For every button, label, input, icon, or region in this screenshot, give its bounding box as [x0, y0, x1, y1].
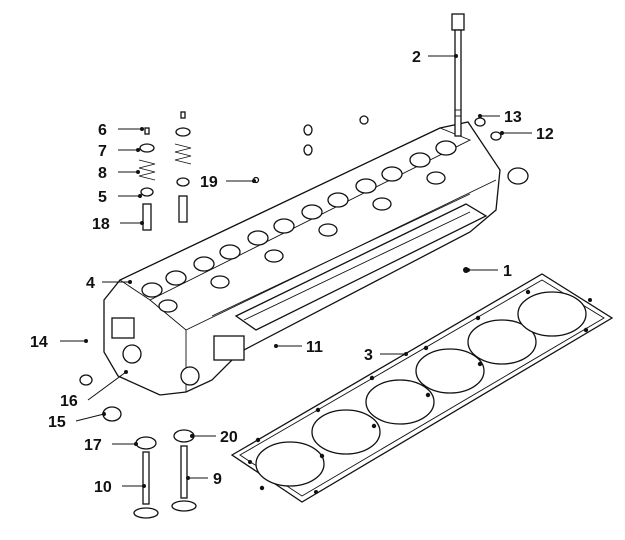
svg-text:5: 5: [98, 189, 107, 206]
callout-6: 6: [98, 122, 144, 139]
callout-12: 12: [500, 126, 554, 143]
svg-text:19: 19: [200, 174, 218, 191]
callout-16: 16: [60, 370, 128, 410]
svg-text:2: 2: [412, 49, 421, 66]
callout-18: 18: [92, 216, 144, 233]
callout-17: 17: [84, 437, 138, 454]
callout-20: 20: [190, 429, 238, 446]
callout-7: 7: [98, 143, 140, 160]
svg-text:7: 7: [98, 143, 107, 160]
callout-3: 3: [364, 347, 408, 364]
svg-text:16: 16: [60, 393, 78, 410]
svg-text:6: 6: [98, 122, 107, 139]
svg-text:11: 11: [306, 339, 323, 356]
svg-text:20: 20: [220, 429, 238, 446]
callout-14: 14: [30, 334, 88, 351]
callout-15: 15: [48, 412, 106, 431]
valve-train-parts: [79, 111, 197, 519]
callout-13: 13: [478, 109, 522, 126]
callout-2: 2: [412, 49, 458, 66]
svg-text:18: 18: [92, 216, 110, 233]
svg-text:4: 4: [86, 275, 95, 292]
svg-text:13: 13: [504, 109, 522, 126]
seal-rings: [303, 115, 502, 156]
svg-text:8: 8: [98, 165, 107, 182]
callout-1: 1: [466, 263, 512, 280]
callout-9: 9: [186, 471, 222, 488]
callout-19: 19: [200, 174, 256, 191]
callout-10: 10: [94, 479, 146, 496]
svg-text:17: 17: [84, 437, 102, 454]
cylinder-head: [103, 121, 529, 396]
svg-text:3: 3: [364, 347, 373, 364]
head-bolt: [451, 13, 465, 137]
svg-text:12: 12: [536, 126, 554, 143]
callout-4: 4: [86, 275, 132, 292]
callout-5: 5: [98, 189, 142, 206]
svg-text:10: 10: [94, 479, 112, 496]
svg-text:1: 1: [503, 263, 512, 280]
callout-8: 8: [98, 165, 140, 182]
svg-text:15: 15: [48, 414, 66, 431]
callout-11: 11: [274, 339, 323, 356]
svg-text:14: 14: [30, 334, 48, 351]
head-gasket: [230, 273, 614, 503]
svg-text:9: 9: [213, 471, 222, 488]
